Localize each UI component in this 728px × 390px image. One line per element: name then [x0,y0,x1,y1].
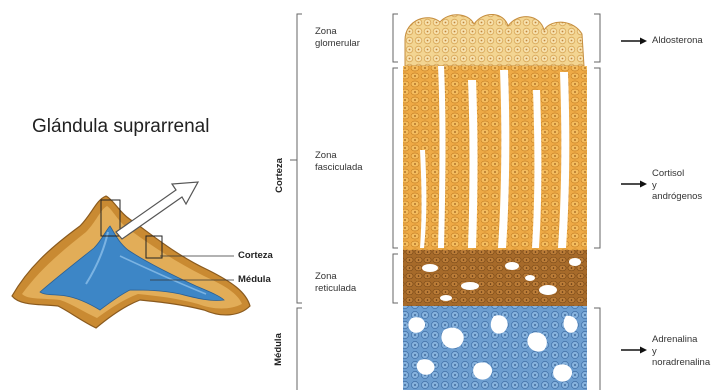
gland-label-cortex: Corteza [238,250,273,261]
zone-label-fasciculada: Zona fasciculada [315,150,363,173]
zone-label-reticulada: Zona reticulada [315,271,356,294]
output-arrows [621,38,647,354]
zone-brackets [290,14,398,390]
zone-label-glomerular: Zona glomerular [315,26,360,49]
hormone-label-adrenalina: Adrenalina y noradrenalina [652,334,710,369]
hormone-label-cortisol: Cortisol y andrógenos [652,168,702,203]
adrenal-gland-illustration [12,182,250,328]
region-label-medulla: Médula [273,333,284,366]
zoom-arrow [116,182,198,239]
tissue-column [403,14,587,390]
gland-label-medulla: Médula [238,274,271,285]
page-title: Glándula suprarrenal [32,116,209,138]
region-label-cortex: Corteza [274,158,285,193]
hormone-label-aldosterona: Aldosterona [652,35,703,47]
zona-reticulada-tissue [403,250,587,306]
zona-fasciculada-tissue [403,66,587,250]
hormone-brackets [594,14,600,390]
